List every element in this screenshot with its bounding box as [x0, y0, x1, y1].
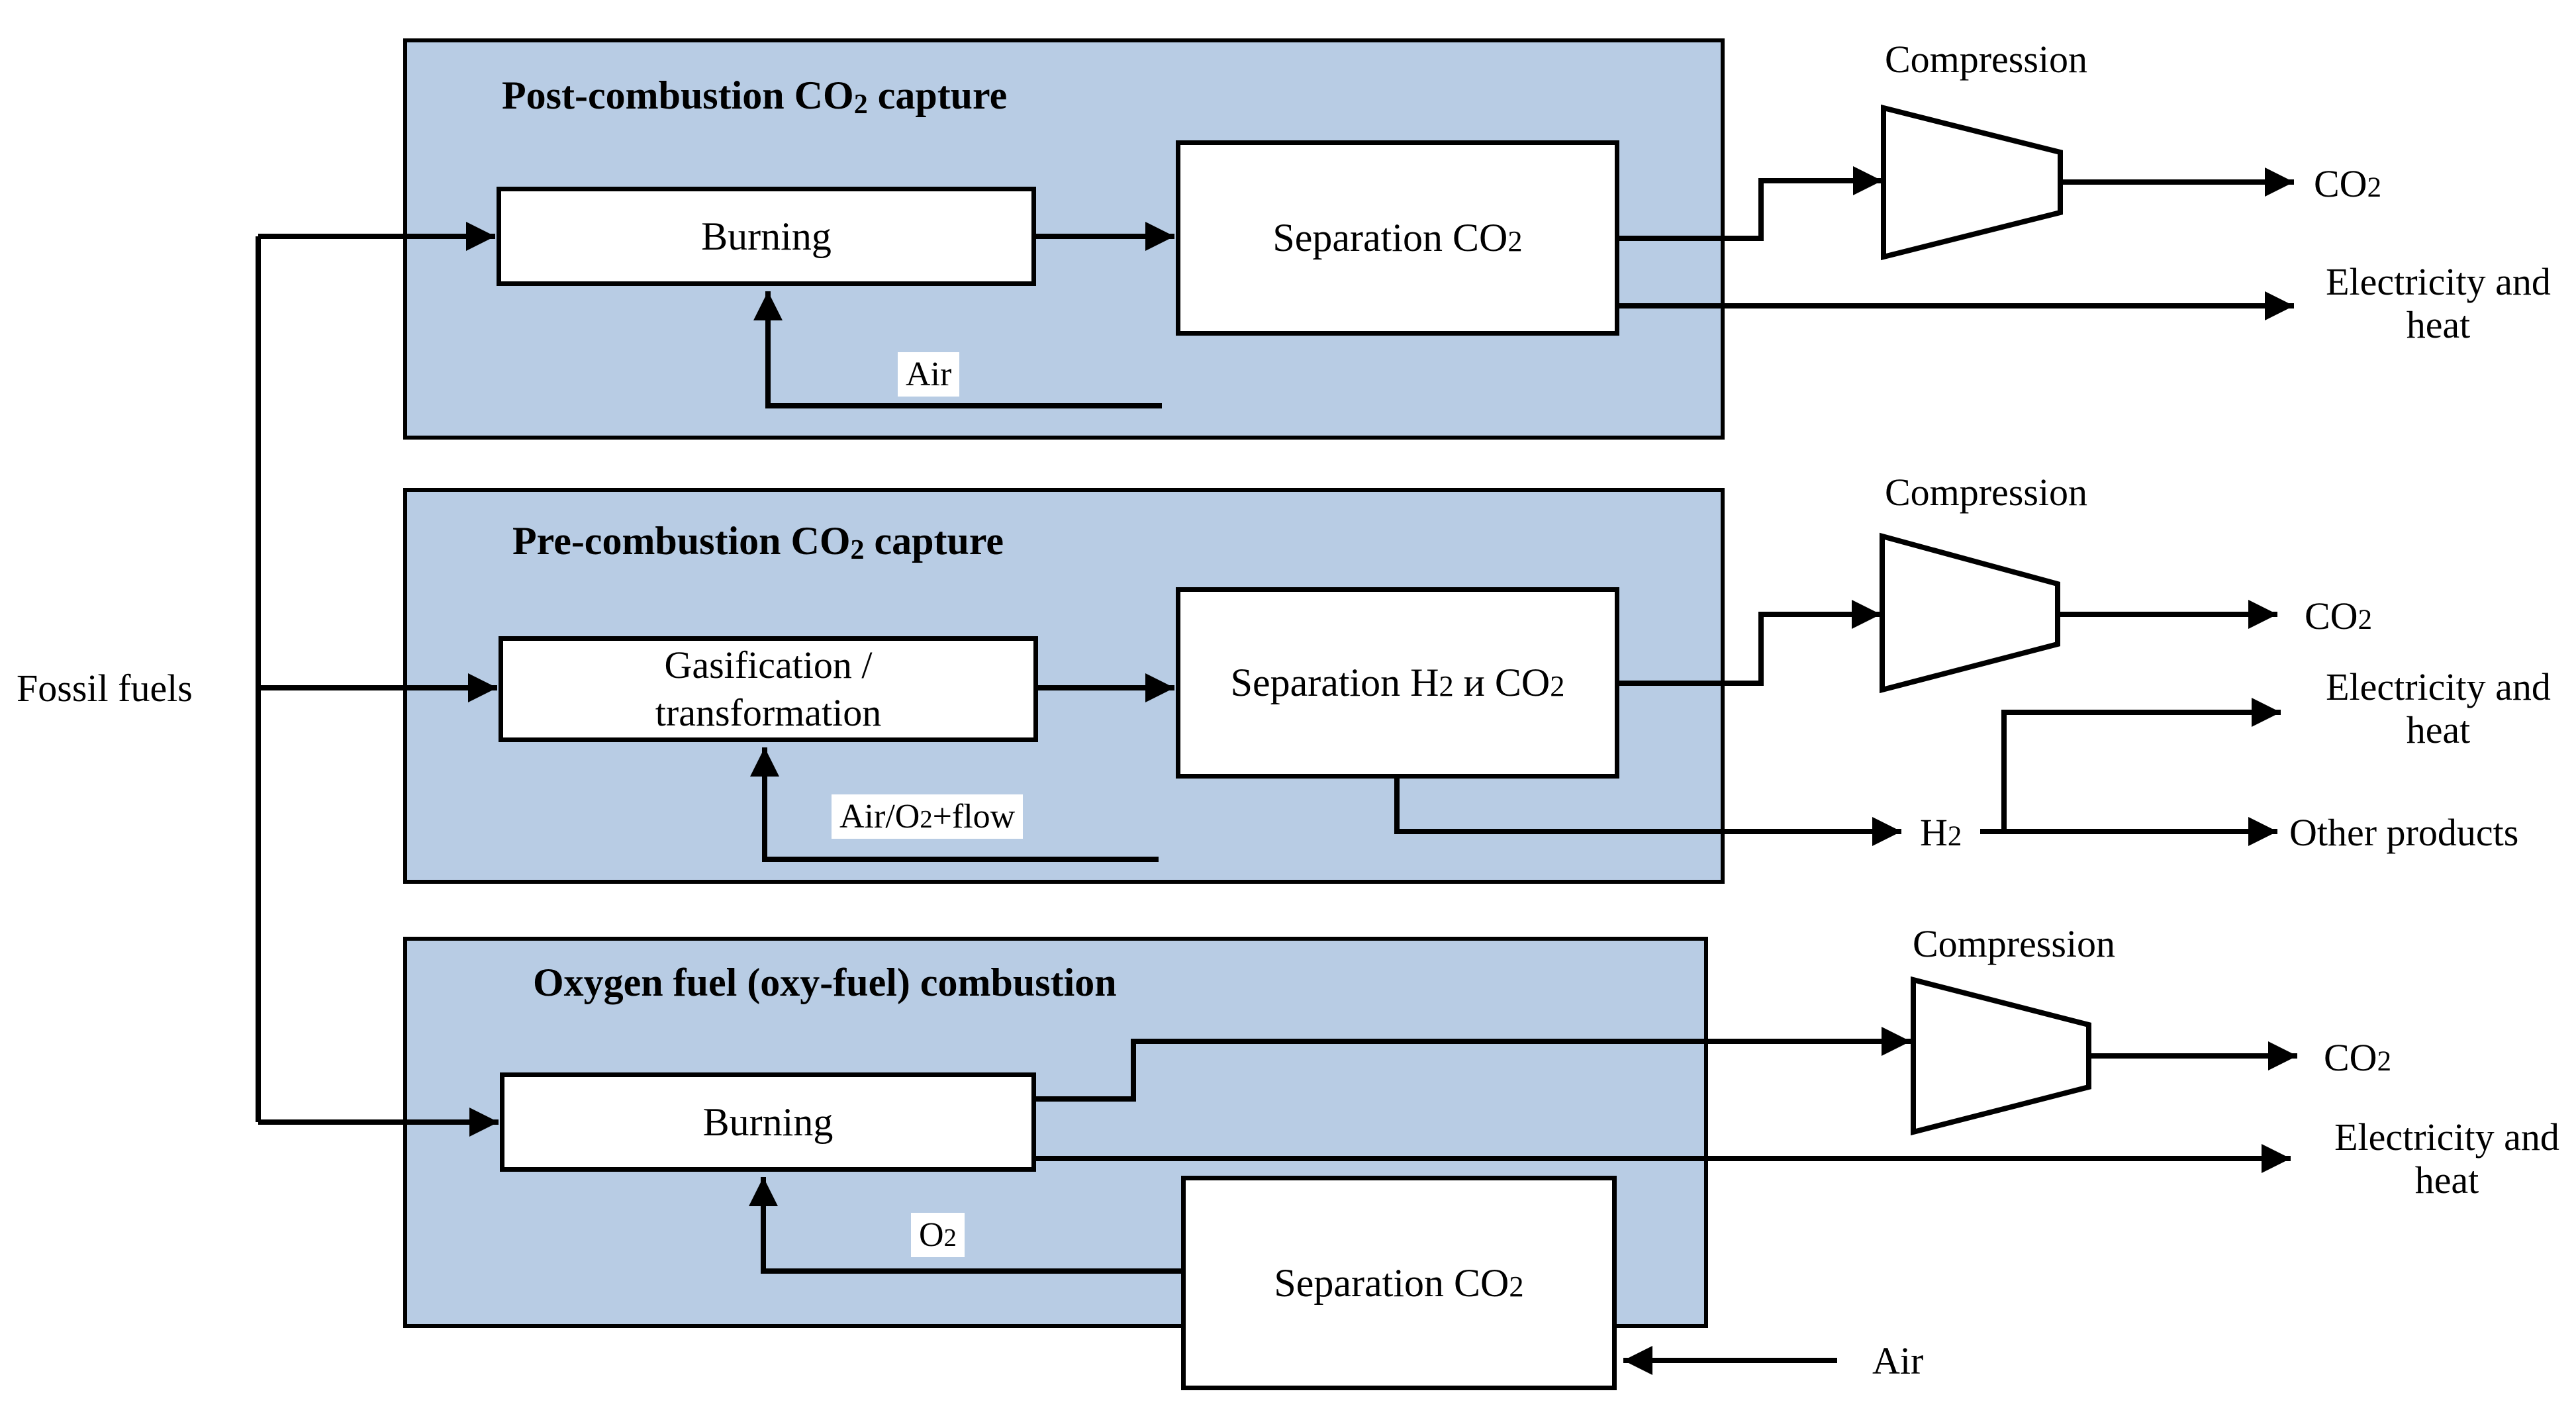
- air1-input-arrow: [753, 291, 1162, 408]
- burning2-to-compressor3-arrow: [1036, 1027, 1911, 1102]
- box-burning-2: Burning: [500, 1072, 1036, 1172]
- panel3-title: Oxygen fuel (oxy-fuel) combustion: [533, 961, 1117, 1004]
- panel2-title: Pre-combustion CO2 capture: [512, 519, 1004, 565]
- box-burning-1: Burning: [497, 187, 1036, 286]
- co2-output-1: CO2: [2314, 162, 2382, 205]
- h2-output: H2: [1920, 811, 1962, 854]
- separation2-to-compressor2-arrow: [1619, 600, 1881, 686]
- compressor2-symbol: [1880, 532, 2060, 694]
- compression1-label: Compression: [1884, 38, 2088, 81]
- compressor1-symbol: [1881, 104, 2063, 261]
- co2-output-2: CO2: [2305, 594, 2373, 638]
- compression3-label: Compression: [1912, 922, 2116, 965]
- air1-line-label: Air: [898, 352, 960, 397]
- compressor3-symbol: [1911, 976, 2091, 1136]
- co2-output-3: CO2: [2324, 1036, 2392, 1079]
- box-separation-co2-1: Separation CO2: [1176, 140, 1619, 336]
- separation1-to-compressor1-arrow: [1619, 166, 1882, 241]
- compression2-label: Compression: [1884, 471, 2088, 514]
- box-separation-h2-co2: Separation H2 и CO2: [1176, 587, 1619, 779]
- air-o2-flow-line-label: Air/O2+flow: [832, 794, 1024, 839]
- separation2-to-h2-arrow: [1394, 779, 1901, 846]
- o2-recycle-arrow: [749, 1177, 1181, 1274]
- box-separation-co2-2: Separation CO2: [1181, 1176, 1617, 1390]
- panel1-title: Post-combustion CO2 capture: [502, 73, 1008, 120]
- other-products-output: Other products: [2289, 811, 2519, 854]
- o2-line-label: O2: [911, 1213, 965, 1257]
- air-o2-input-arrow: [750, 747, 1159, 862]
- box-gasification: Gasification /transformation: [499, 636, 1038, 742]
- fossil-fuels-label: Fossil fuels: [17, 667, 193, 710]
- air3-input-label: Air: [1872, 1339, 1924, 1382]
- h2-to-electricity-arrow: [2001, 698, 2281, 831]
